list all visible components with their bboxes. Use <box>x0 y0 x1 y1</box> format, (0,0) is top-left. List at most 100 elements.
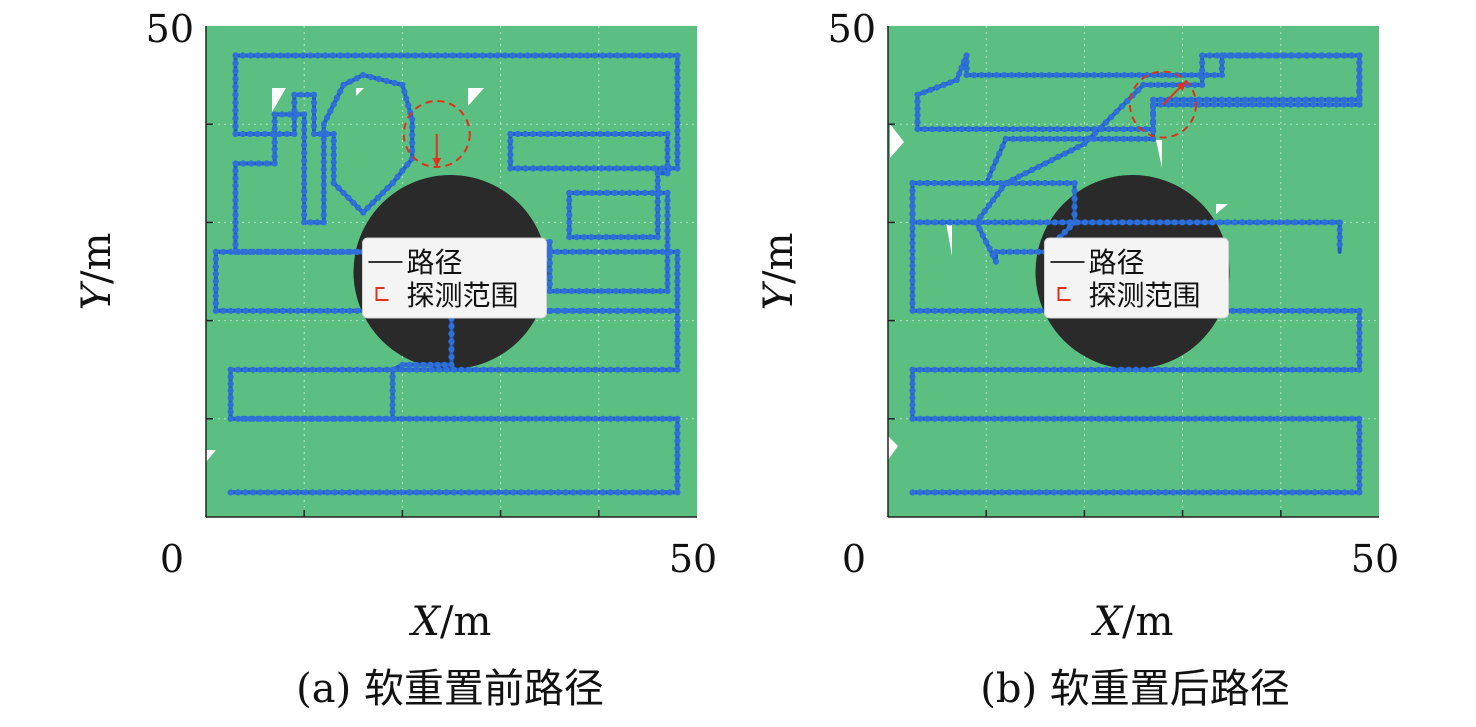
path-point <box>1049 180 1056 187</box>
path-point <box>1356 452 1363 459</box>
path-point <box>232 123 239 130</box>
path-point <box>1304 489 1311 496</box>
path-point <box>316 489 323 496</box>
path-point <box>654 191 661 198</box>
path-point <box>1304 366 1311 373</box>
path-point <box>909 366 916 373</box>
path-point <box>1113 72 1120 79</box>
path-point <box>1356 96 1363 103</box>
path-point <box>232 130 239 138</box>
path-point <box>1222 489 1229 496</box>
path-point <box>674 105 681 112</box>
path-point <box>240 160 247 167</box>
path-point <box>598 165 605 172</box>
x-tick-label-end: 50 <box>669 537 717 581</box>
path-point <box>264 489 271 496</box>
path-point <box>367 52 374 59</box>
path-point <box>909 262 916 269</box>
path-point <box>1069 126 1076 133</box>
path-point <box>1326 307 1333 314</box>
path-point <box>1229 415 1236 422</box>
path-point <box>939 366 946 373</box>
path-point <box>1091 72 1098 79</box>
path-point <box>1207 366 1214 373</box>
path-point <box>331 489 338 496</box>
path-point <box>1257 96 1264 103</box>
path-point <box>234 489 242 496</box>
path-point <box>614 366 621 373</box>
path-point <box>227 366 234 373</box>
path-point <box>953 76 960 84</box>
path-point <box>279 307 286 314</box>
path-point <box>1080 489 1087 496</box>
path-point <box>674 489 681 496</box>
path-point <box>590 165 598 172</box>
path-point <box>674 74 681 82</box>
path-point <box>1196 72 1203 79</box>
path-point <box>979 232 987 239</box>
path-point <box>674 415 681 422</box>
y-tick-label-top: 50 <box>146 7 194 51</box>
path-point <box>479 52 486 59</box>
path-point <box>1014 248 1021 255</box>
legend-detect-label: 探测范围 <box>407 279 519 312</box>
path-point <box>286 111 293 118</box>
path-point <box>327 108 334 115</box>
path-point <box>637 489 644 496</box>
path-point <box>666 307 673 314</box>
path-point <box>1249 96 1256 103</box>
path-point <box>1244 307 1251 314</box>
path-point <box>301 157 308 164</box>
path-point <box>1356 489 1363 496</box>
path-point <box>389 366 396 373</box>
path-point <box>1076 126 1083 133</box>
path-point <box>458 489 465 496</box>
path-point <box>320 189 327 196</box>
path-point <box>1302 101 1309 108</box>
path-point <box>1140 81 1147 88</box>
path-point <box>909 232 916 239</box>
path-point <box>1050 366 1058 373</box>
path-point <box>674 322 681 329</box>
path-point <box>1321 219 1328 226</box>
path-point <box>1356 67 1363 74</box>
legend-detect-swatch <box>1057 287 1071 301</box>
path-point <box>232 226 239 233</box>
path-point <box>1001 72 1008 79</box>
path-point <box>674 467 681 474</box>
x-axis-unit: /m <box>440 599 491 645</box>
path-point <box>1185 415 1192 422</box>
path-point <box>1310 101 1317 108</box>
path-point <box>991 307 998 314</box>
path-point <box>1103 415 1110 422</box>
path-point <box>1257 101 1264 108</box>
path-point <box>1326 489 1333 496</box>
path-point <box>1105 126 1113 133</box>
path-point <box>1319 366 1326 373</box>
path-point <box>1080 415 1087 422</box>
path-point <box>398 415 405 422</box>
path-point <box>916 180 924 187</box>
path-point <box>406 489 413 496</box>
path-point <box>1118 415 1125 422</box>
path-point <box>1029 219 1036 226</box>
path-point <box>939 219 946 226</box>
path-point <box>1274 415 1281 422</box>
path-point <box>975 180 982 187</box>
path-point <box>254 130 261 138</box>
path-point <box>664 154 671 161</box>
path-point <box>909 394 916 401</box>
path-point <box>954 366 961 373</box>
path-point <box>473 366 480 373</box>
path-point <box>1180 101 1187 108</box>
path-point <box>1028 248 1035 255</box>
path-point <box>1281 489 1288 496</box>
path-point <box>1201 219 1208 226</box>
path-point <box>525 366 532 373</box>
path-point <box>227 373 234 380</box>
path-point <box>1211 96 1218 103</box>
path-point <box>999 143 1006 150</box>
path-point <box>254 248 261 255</box>
path-point <box>574 130 581 138</box>
path-point <box>1356 430 1363 437</box>
